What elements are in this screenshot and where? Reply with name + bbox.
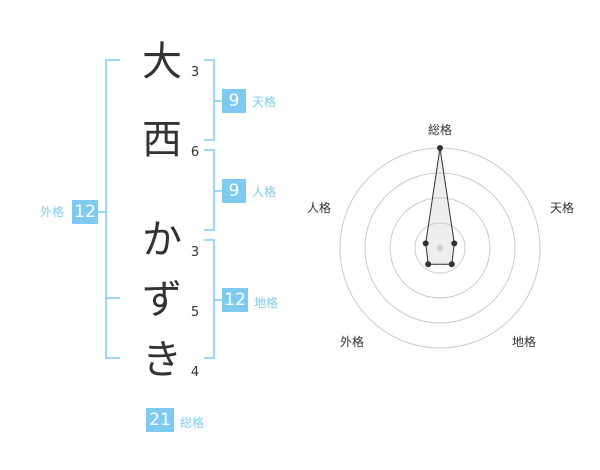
gaikaku-value-badge: 12 (72, 200, 98, 224)
stroke-count-1: 3 (190, 65, 200, 80)
radar-axis-label-soukaku: 総格 (428, 123, 453, 137)
tenkaku-label: 天格 (252, 95, 277, 109)
stroke-count-5: 4 (190, 365, 200, 380)
radar-ring-1 (414, 222, 466, 274)
radar-point-3 (448, 261, 455, 268)
radar-center-dot (437, 245, 443, 251)
stroke-count-3: 3 (190, 245, 200, 260)
radar-axis-label-jinkaku: 人格 (307, 201, 332, 215)
radar-point-5 (422, 240, 429, 247)
jinkaku-label: 人格 (252, 185, 277, 199)
gaikaku-label: 外格 (40, 205, 65, 219)
soukaku-label: 総格 (180, 416, 205, 430)
radar-axis-label-gaikaku: 外格 (340, 335, 365, 349)
radar-ring-3 (364, 172, 516, 324)
radar-series-polygon (425, 147, 455, 265)
jinkaku-value-badge: 9 (222, 179, 246, 203)
stroke-count-4: 5 (190, 305, 200, 320)
stroke-count-2: 6 (190, 145, 200, 160)
name-char-5: き (142, 337, 182, 383)
name-char-1: 大 (142, 39, 182, 85)
radar-point-4 (425, 261, 432, 268)
chikaku-label: 地格 (254, 296, 279, 310)
radar-axis-label-chikaku: 地格 (512, 335, 537, 349)
radar-point-2 (451, 240, 458, 247)
name-char-4: ず (142, 277, 182, 323)
radar-axis-label-tenkaku: 天格 (550, 201, 575, 215)
tenkaku-value-badge: 9 (222, 89, 246, 113)
chikaku-value-badge: 12 (222, 288, 248, 312)
radar-ring-2 (389, 197, 491, 299)
name-char-3: か (142, 217, 182, 263)
radar-point-1 (437, 145, 443, 151)
name-char-2: 西 (142, 117, 182, 163)
soukaku-value-badge: 21 (146, 408, 174, 432)
